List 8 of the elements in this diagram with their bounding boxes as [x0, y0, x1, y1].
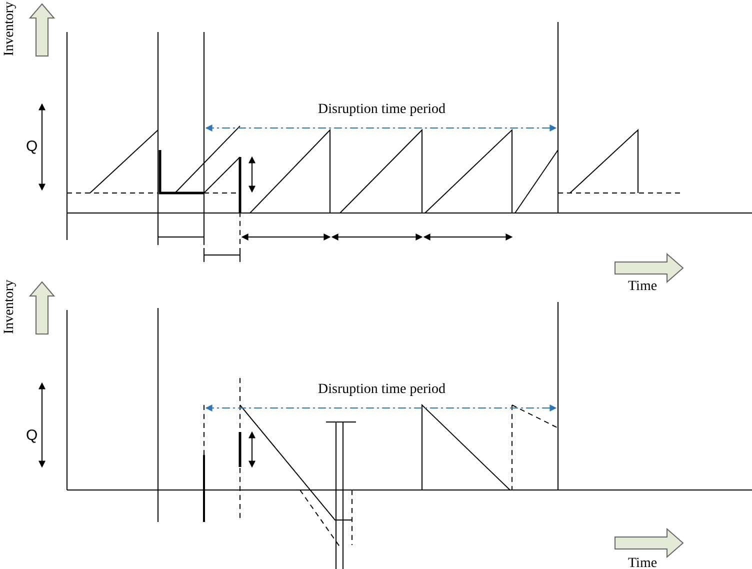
- axis-label: Time: [628, 557, 658, 569]
- axis-label: Inventory: [3, 2, 17, 56]
- period-label: Disruption time period: [318, 103, 446, 117]
- quantity-label: Q: [26, 139, 38, 154]
- quantity-label: Q: [26, 428, 38, 443]
- axis-label: Time: [628, 280, 658, 294]
- axis-label: Inventory: [3, 280, 17, 334]
- period-label: Disruption time period: [318, 383, 446, 397]
